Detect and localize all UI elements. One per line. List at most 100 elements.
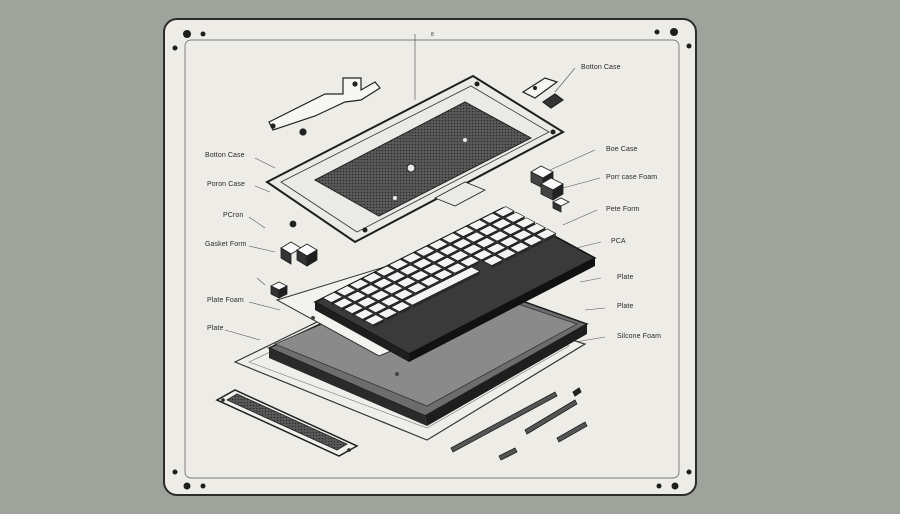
screw-icon [200,483,206,489]
top-marker: 8 [431,32,434,38]
keycap [535,228,557,240]
label-plate-form: Plate Foam [207,297,244,304]
top-right-bracket [521,77,565,109]
keycap [395,276,417,288]
keyboard-assembly [313,206,597,362]
keycap [422,263,444,275]
keycap [361,272,383,284]
keycap [477,225,499,236]
keycap [464,231,486,243]
keycap [451,238,473,250]
keycap-side [412,271,480,309]
label-plate-left: Plate [207,325,224,332]
keycap [441,232,462,244]
label-pca: PCA [611,238,626,245]
label-boe-case: Boe Case [606,146,638,153]
label-plate-right-1: Plate [617,274,634,281]
keycap [514,217,536,229]
keycap [401,252,423,264]
keycap [525,223,546,234]
keycap [454,226,476,237]
keycap [498,236,520,248]
keycap-side [531,240,543,249]
keycap [432,269,454,281]
keycap [345,291,367,302]
label-bottom-case-left: Botton Case [205,152,245,159]
keycap [445,262,467,274]
keycap [366,302,388,314]
screw-icon [200,31,206,37]
label-pcron: PCron [223,212,244,219]
keycap [425,251,446,263]
keycap [388,259,410,270]
keycap [501,224,523,235]
screw-icon [172,469,178,475]
screw-icon [183,30,191,38]
keycap [488,230,510,242]
inner-border [184,39,680,479]
keycap [472,249,494,261]
keycap [482,255,504,266]
keycap [406,282,428,294]
keycap [322,292,344,303]
keycap-side [544,233,556,243]
screw-icon [686,469,692,475]
foam-blocks-left [270,220,318,299]
keycap [403,266,481,306]
bottom-case-frame [265,74,566,244]
keycap [480,212,502,224]
keycap [390,301,412,313]
keycap [348,278,370,290]
exploded-keyboard-drawing: 8 [172,28,692,490]
leader-lines [224,67,606,343]
screw-icon [172,45,178,51]
keycap [409,270,430,282]
keycap [353,308,375,320]
keycap [332,297,354,309]
keycap [359,284,380,296]
keycap [467,219,489,231]
keycap [356,296,378,308]
keycap [438,244,460,256]
keycap [509,241,530,253]
keycap [414,245,436,257]
keycap [382,283,404,295]
keycap [435,257,457,268]
keycap-side [504,253,517,262]
keycap [448,250,470,262]
corner-screws [172,28,692,490]
keycap [379,295,401,307]
keycap [495,248,517,260]
label-pete-form: Pete Form [606,206,640,213]
keycap [493,206,515,218]
keycap [459,256,480,267]
diagram-sheet: 8 [163,18,697,496]
keycap [491,218,512,230]
keycap [335,285,357,297]
keycap [485,242,507,254]
keycap [393,289,414,300]
keycap [419,275,441,287]
stabilizer-rods [450,387,588,461]
keycap [375,265,396,277]
keycap [411,258,433,269]
keycap-side [372,319,385,328]
keycap [343,303,364,315]
keycap [369,290,391,301]
label-gasket-form: Gasket Form [205,241,247,248]
screw-icon [183,482,191,490]
keycap [363,314,385,326]
foam-blocks-right [530,165,570,213]
top-left-bracket [268,77,381,136]
gasket-strip [215,389,359,457]
label-plate-right-2: Plate [617,303,634,310]
screw-icon [656,483,662,489]
keycap [461,243,483,255]
keycap [377,307,398,319]
keycaps [322,206,557,328]
screw-icon [670,28,678,36]
keycap-side [491,259,503,269]
keycap [522,235,544,247]
keycap [427,239,449,251]
keycap [511,229,533,241]
